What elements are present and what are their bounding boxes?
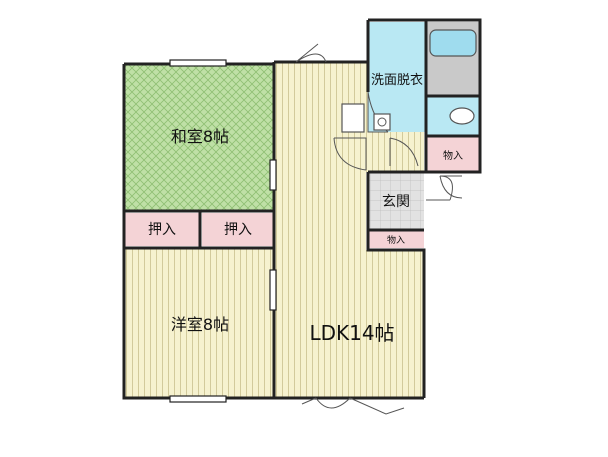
monoire-genkan-fill <box>368 230 424 248</box>
monoire-top-fill <box>426 136 480 172</box>
washitsu-label: 和室8帖 <box>171 127 229 146</box>
genkan-floor <box>368 172 424 230</box>
monoire-genkan-label: 物入 <box>387 234 405 246</box>
oshiire-left-label: 押入 <box>148 222 176 238</box>
windows <box>169 59 277 403</box>
youshitsu-label: 洋室8帖 <box>171 315 229 334</box>
oshiire-right-fill <box>202 213 274 246</box>
monoire-top-label: 物入 <box>443 149 463 162</box>
ldk-label: LDK14帖 <box>309 321 394 345</box>
oshiire-right-label: 押入 <box>224 222 252 238</box>
oshiire-left-fill <box>124 213 200 246</box>
toilet <box>449 107 475 125</box>
kitchen-sink <box>341 103 365 133</box>
washitsu-floor <box>124 64 274 211</box>
walls <box>122 18 482 400</box>
genkan-label: 玄関 <box>382 193 410 210</box>
washbasin <box>373 113 391 131</box>
senmen-label: 洗面脱衣 <box>371 72 423 88</box>
youshitsu-floor <box>124 248 274 398</box>
bathtub <box>429 29 477 57</box>
